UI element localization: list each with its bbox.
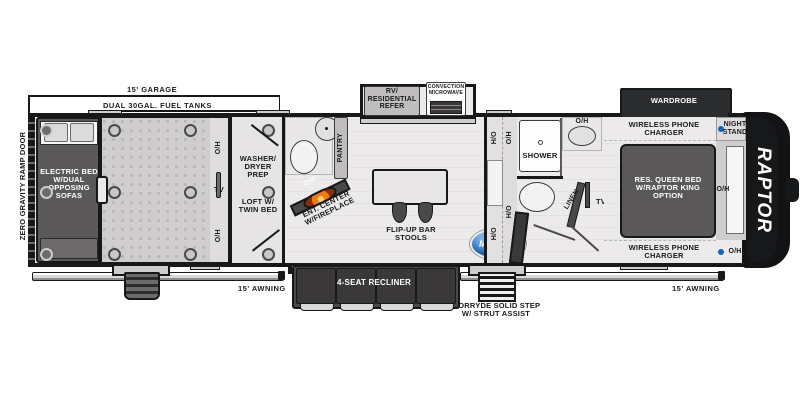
utility-divider-wall	[228, 114, 232, 266]
front-cap-inner	[747, 117, 777, 263]
garage-dimension-tick-right	[278, 95, 280, 114]
bottom-rail-cap-left	[190, 266, 220, 270]
awning-left-label: 15' AWNING	[238, 284, 286, 293]
bolt	[40, 248, 53, 261]
hitch-icon	[786, 178, 799, 202]
charger-bottom-strip	[604, 240, 716, 264]
garage-dimension-tick-left	[28, 95, 30, 114]
recliner-footrest	[300, 303, 334, 311]
garage-dimension-label: 15' GARAGE	[123, 85, 182, 94]
night-stand-unit	[716, 117, 746, 141]
bath-toilet-icon	[519, 182, 555, 212]
lav-sink-faucet	[325, 127, 328, 130]
bolt	[262, 248, 275, 261]
recliner-footrest	[420, 303, 454, 311]
shower-pan	[519, 120, 561, 172]
bolt	[40, 124, 53, 137]
charger-top-strip	[604, 117, 716, 141]
morryde-solid-step	[478, 272, 516, 302]
recliner-seat	[376, 268, 416, 304]
top-rail-cap-mid	[256, 110, 290, 114]
bolt	[40, 186, 53, 199]
fuel-tank-dimension-label: DUAL 30GAL. FUEL TANKS	[99, 101, 216, 110]
ramp-door-label: ZERO GRAVITY RAMP DOOR	[17, 131, 27, 241]
pantry-cabinet	[334, 117, 348, 179]
recliner-footrest	[340, 303, 374, 311]
bedroom-oh-door-panel	[726, 146, 744, 234]
bottom-wall-notch-left	[288, 263, 292, 273]
wheel-left	[124, 272, 160, 300]
awning-left-cap	[278, 271, 285, 280]
garage-dimension-line	[28, 95, 280, 97]
bolt	[184, 124, 197, 137]
queen-bed	[620, 144, 716, 238]
wardrobe-unit	[620, 88, 732, 120]
bolt	[108, 248, 121, 261]
counter-strip	[360, 118, 476, 124]
bolt	[184, 186, 197, 199]
living-divider-wall	[282, 114, 285, 266]
bath-divider-wall	[484, 114, 487, 266]
garage-floor	[100, 117, 228, 263]
top-wall-mid	[476, 113, 620, 117]
pillow-right	[70, 123, 94, 142]
bath-door-vertical	[560, 118, 562, 176]
bolt	[262, 186, 275, 199]
awning-right-label: 15' AWNING	[672, 284, 720, 293]
raptor-brand-text: RAPTOR	[753, 147, 775, 233]
bath-lower-wall	[517, 176, 563, 179]
cooktop-icon	[430, 101, 462, 114]
top-rail-cap-left	[88, 110, 122, 114]
bar-stool-right	[418, 202, 433, 223]
shower-drain-icon	[538, 140, 543, 145]
toilet-icon	[290, 140, 318, 174]
garage-tv-mount	[216, 172, 221, 198]
bedroom-oh-bottom-accent-dot	[718, 249, 724, 255]
vanity-sink-icon	[568, 126, 596, 146]
bolt	[184, 248, 197, 261]
bedroom-tv-mount	[585, 182, 590, 208]
recliner-seat	[336, 268, 376, 304]
bottom-wall-right	[456, 263, 744, 267]
awning-right-cap	[718, 271, 725, 280]
night-stand-accent-dot	[718, 126, 724, 132]
bottom-rail-cap-right	[620, 266, 668, 270]
top-wall-right	[728, 113, 744, 117]
fuel-tank-dimension-line	[118, 110, 282, 112]
ramp-door-wall	[28, 114, 35, 266]
recliner-seat	[296, 268, 336, 304]
recliner-seat	[416, 268, 456, 304]
ramp-hinge-box	[96, 176, 108, 204]
raptor-brand-logo: RAPTOR	[752, 130, 774, 250]
bolt	[108, 124, 121, 137]
refer-unit	[364, 86, 420, 116]
kitchen-island	[372, 169, 448, 205]
top-rail-cap-right	[486, 110, 512, 114]
bar-stool-left	[392, 202, 407, 223]
electric-bed-footer	[40, 238, 98, 259]
top-wall-left	[28, 113, 360, 117]
recliner-footrest	[380, 303, 414, 311]
bath-mirror-panel	[487, 160, 503, 206]
bolt	[108, 186, 121, 199]
